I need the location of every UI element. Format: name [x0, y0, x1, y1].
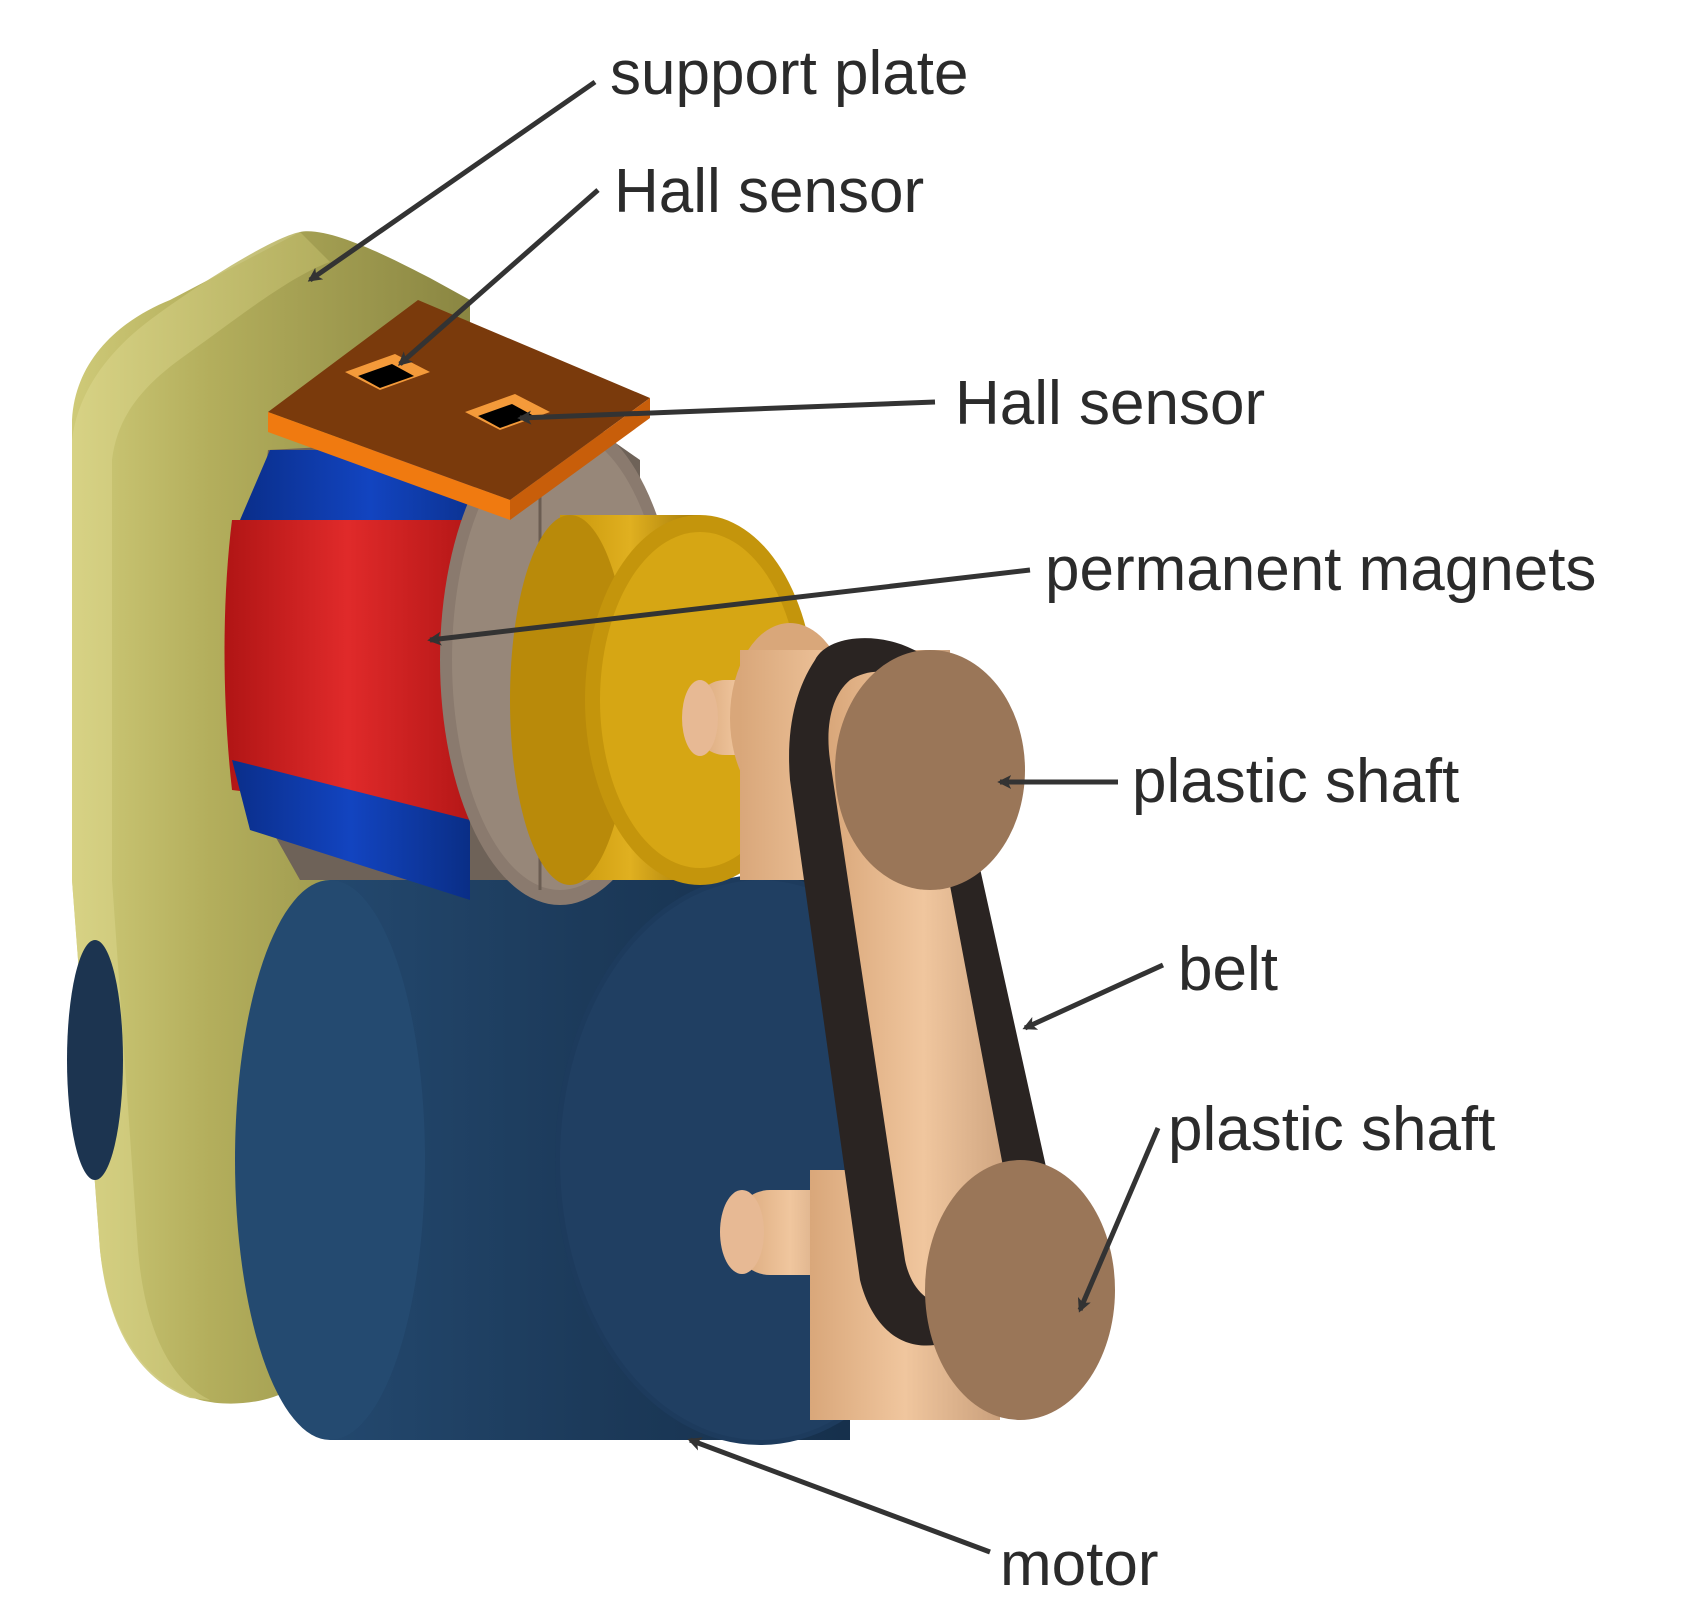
leader-hall-sensor-1 [397, 188, 600, 366]
label-support-plate: support plate [610, 39, 968, 108]
label-belt: belt [1178, 935, 1278, 1004]
label-plastic-shaft-upper: plastic shaft [1132, 747, 1459, 816]
label-hall-sensor-1: Hall sensor [614, 157, 924, 226]
lower-pulley-face [925, 1160, 1115, 1420]
leader-plastic-shaft-lower [1077, 1127, 1161, 1313]
leader-lines [307, 79, 1165, 1555]
leader-belt [1022, 962, 1165, 1031]
leader-hall-sensor-2 [517, 399, 936, 425]
label-plastic-shaft-lower: plastic shaft [1168, 1095, 1495, 1164]
label-motor: motor [1000, 1530, 1158, 1599]
leader-support-plate [307, 79, 597, 283]
leader-permanent-magnets [427, 567, 1031, 646]
bearing-housing [510, 515, 815, 885]
label-hall-sensor-2: Hall sensor [955, 369, 1265, 438]
leader-motor [687, 1437, 991, 1555]
permanent-magnet-red [224, 520, 470, 820]
permanent-magnet-blue-bottom [232, 760, 470, 900]
upper-pulley-face [835, 650, 1025, 890]
label-permanent-magnets: permanent magnets [1045, 535, 1596, 604]
